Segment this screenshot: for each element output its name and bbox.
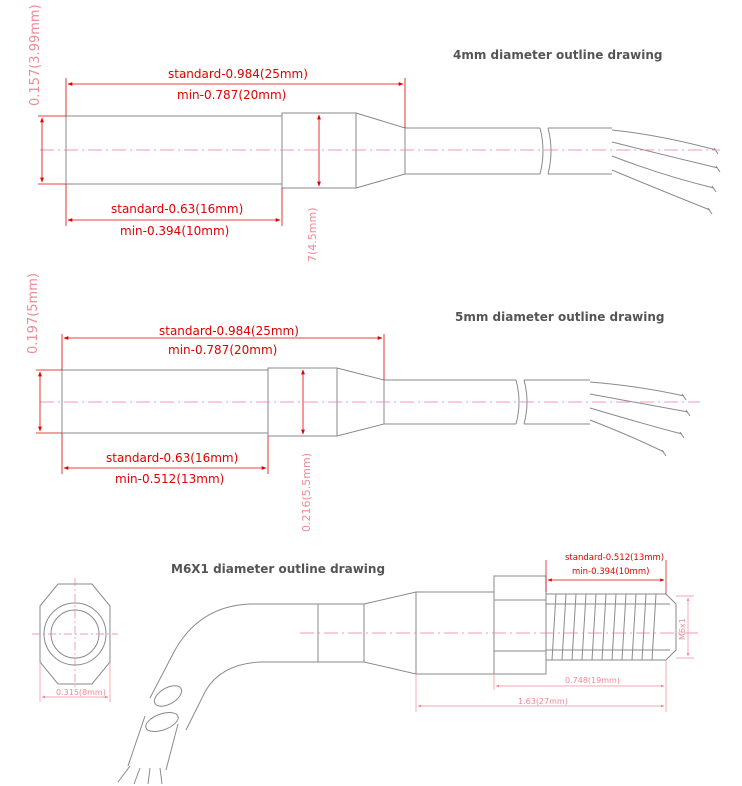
len27-label-m6: 1.63(27mm) <box>518 697 568 706</box>
dimensions-4mm <box>38 78 406 226</box>
hex-centerlines <box>32 578 118 690</box>
thread-std-m6: standard-0.512(13mm) <box>565 553 665 563</box>
sheath-std-4mm: standard-0.63(16mm) <box>111 202 244 216</box>
overall-min-4mm: min-0.787(20mm) <box>177 88 287 102</box>
taper-4mm <box>355 112 406 189</box>
wires-m6 <box>117 765 163 785</box>
len19-label-m6: 0.748(19mm) <box>565 676 620 685</box>
hex-nut-side <box>493 575 547 675</box>
sheath-min-5mm: min-0.512(13mm) <box>115 472 225 486</box>
sheath-5mm <box>61 369 269 434</box>
cable-4mm <box>405 127 540 175</box>
sheath-min-4mm: min-0.394(10mm) <box>120 224 230 238</box>
dia-label-4mm: 0.157(3.99mm) <box>28 4 43 106</box>
title-4mm: 4mm diameter outline drawing <box>453 48 663 62</box>
cable2-4mm <box>548 127 612 175</box>
break-4mm <box>539 127 552 175</box>
collar-label-5mm: 0.216(5.5mm) <box>300 453 313 532</box>
dimensions-5mm <box>36 334 385 474</box>
overall-std-5mm: standard-0.984(25mm) <box>159 324 299 338</box>
bent-cable <box>149 603 318 731</box>
cable-cut-lower <box>145 711 179 733</box>
cable-lower <box>127 715 179 771</box>
hex-label-m6: 0.315(8mm) <box>56 688 106 697</box>
cable2-5mm <box>524 379 590 425</box>
dimensions-m6 <box>545 560 667 594</box>
cable-5mm <box>384 379 516 425</box>
wires-4mm <box>611 129 721 215</box>
thread-min-m6: min-0.394(10mm) <box>572 567 650 577</box>
thread-label-m6: M6x1 <box>678 618 687 640</box>
sensor-5mm <box>61 367 691 457</box>
dia-label-5mm: 0.197(5mm) <box>26 273 41 354</box>
sheath-std-5mm: standard-0.63(16mm) <box>106 451 239 465</box>
title-m6: M6X1 diameter outline drawing <box>171 562 386 576</box>
collar-4mm <box>281 112 357 189</box>
title-5mm: 5mm diameter outline drawing <box>455 310 665 324</box>
overall-min-5mm: min-0.787(20mm) <box>168 343 278 357</box>
sensor-4mm <box>65 112 721 215</box>
thread-teeth <box>546 593 670 661</box>
dimensions-m6-faint <box>415 595 694 712</box>
collar-5mm <box>267 367 338 437</box>
hex-dimension <box>39 662 111 702</box>
overall-std-4mm: standard-0.984(25mm) <box>168 67 308 81</box>
collar-label-4mm: 7(4.5mm) <box>306 207 319 262</box>
wires-5mm <box>589 381 691 457</box>
cable-cut-upper <box>153 685 183 707</box>
